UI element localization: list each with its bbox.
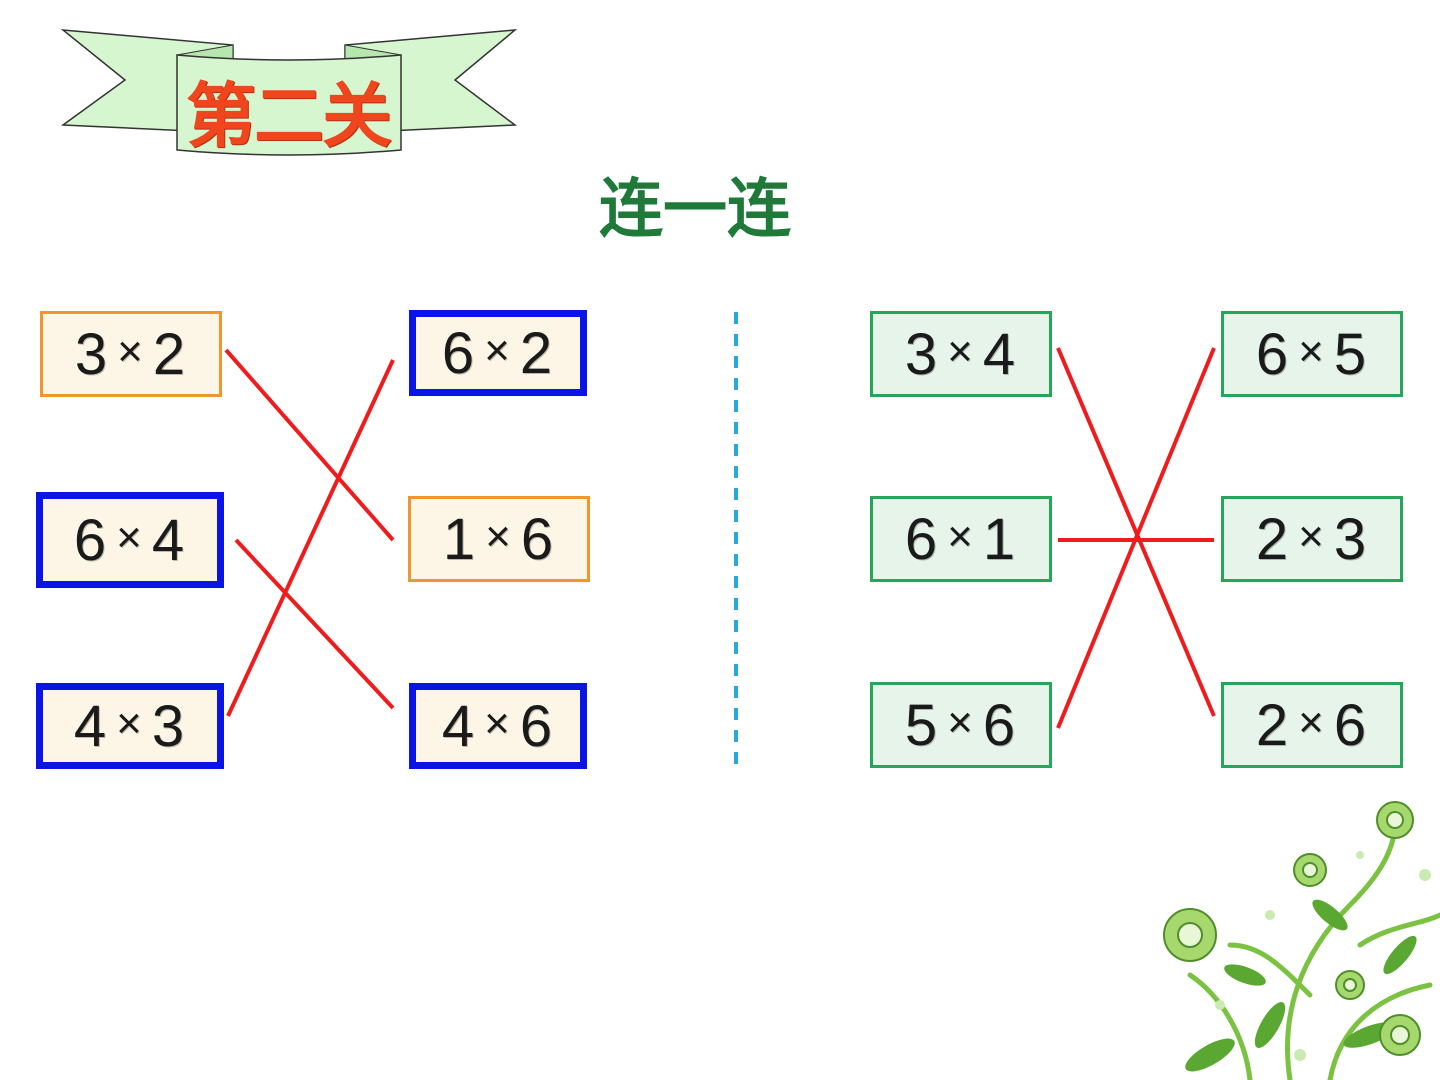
card-left-a-1[interactable]: 3×2 <box>40 311 222 397</box>
card-right-b-2[interactable]: 2×3 <box>1221 496 1403 582</box>
card-left-b-3[interactable]: 4×6 <box>409 683 587 769</box>
floral-flourish-icon <box>1163 801 1440 1080</box>
card-left-a-2[interactable]: 6×4 <box>36 492 224 588</box>
line-5x6-to-6x5 <box>1056 347 1216 729</box>
ribbon-banner-icon <box>60 29 518 156</box>
level-title: 第二关 <box>186 75 392 157</box>
instruction-heading: 连一连 <box>599 173 791 247</box>
card-right-a-3[interactable]: 5×6 <box>870 682 1052 768</box>
card-left-b-1[interactable]: 6×2 <box>409 310 587 396</box>
card-right-a-1[interactable]: 3×4 <box>870 311 1052 397</box>
card-left-a-3[interactable]: 4×3 <box>36 683 224 769</box>
card-right-b-1[interactable]: 6×5 <box>1221 311 1403 397</box>
card-left-b-2[interactable]: 1×6 <box>408 496 590 582</box>
line-3x2-to-1x6 <box>224 348 395 542</box>
line-3x4-to-2x6 <box>1056 347 1216 717</box>
line-6x4-to-4x6 <box>234 538 395 710</box>
line-4x3-to-6x2 <box>226 359 395 717</box>
card-right-a-2[interactable]: 6×1 <box>870 496 1052 582</box>
card-right-b-3[interactable]: 2×6 <box>1221 682 1403 768</box>
